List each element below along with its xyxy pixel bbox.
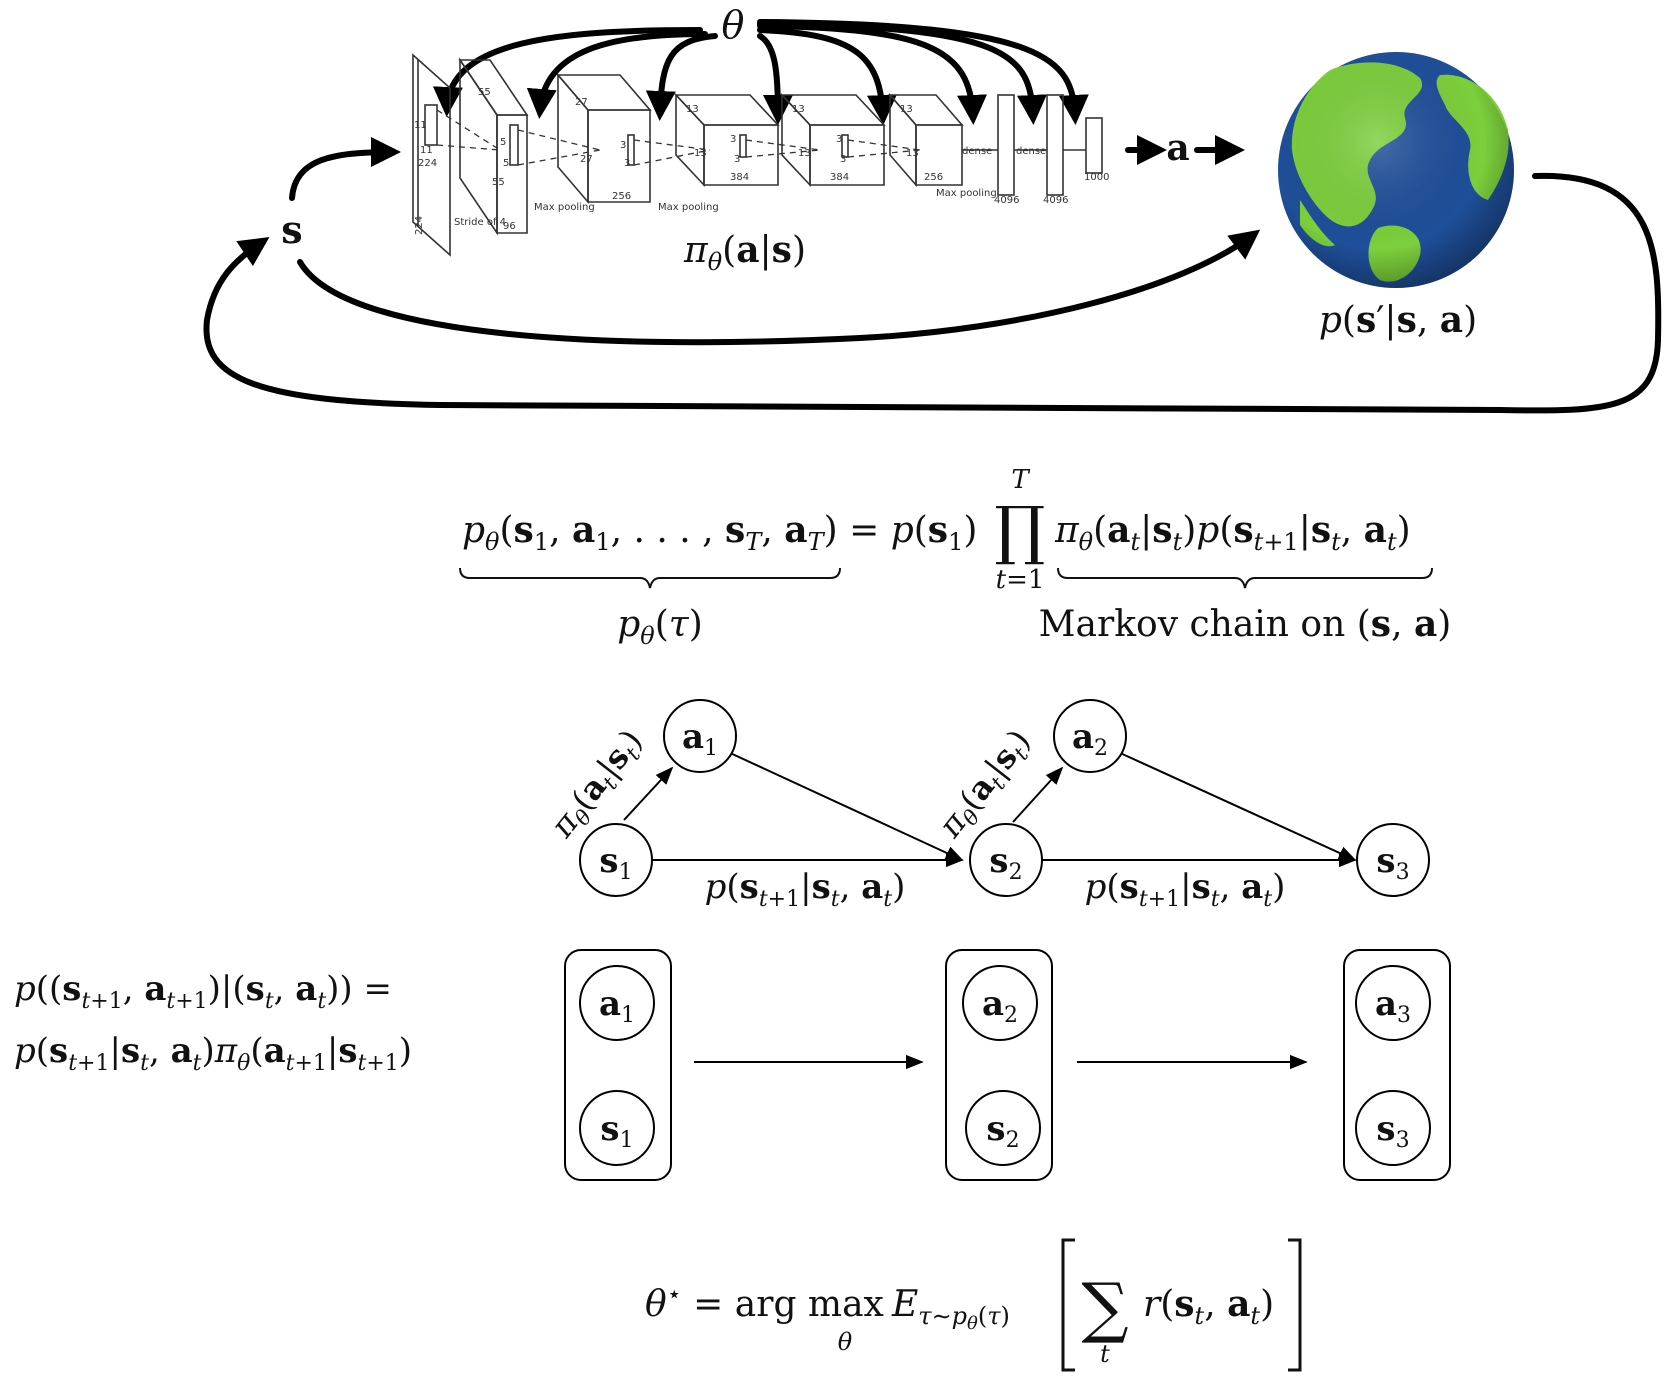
node-s3 [1356,823,1430,897]
svg-text:55: 55 [492,177,505,188]
group-2-s: s2 [986,1109,1019,1153]
product-symbol: ∏ [995,494,1046,568]
svg-text:224: 224 [414,216,425,235]
svg-text:3: 3 [734,154,740,165]
svg-text:pθ(s1, a1, . . . , sT, aT) = p: pθ(s1, a1, . . . , sT, aT) = p(s1) [462,509,977,556]
markov-equation: p((st+1, at+1)|(st, at)) = p(st+1|st, at… [14,969,412,1076]
objective-equation: θ⋆ = arg max θ Eτ∼pθ(τ) ∑ t r(st, at) [645,1238,1302,1372]
svg-text:4096: 4096 [994,195,1019,206]
svg-text:256: 256 [612,191,631,202]
svg-text:3: 3 [730,134,736,145]
svg-text:Stride of 4: Stride of 4 [454,217,506,228]
svg-text:Max pooling: Max pooling [534,202,595,213]
svg-text:3: 3 [840,154,846,165]
dynamics-label: p(s′|s, a) [1319,299,1477,341]
node-a1-label: a1 [682,717,718,761]
group-2 [945,949,1053,1181]
group-1 [564,949,672,1181]
svg-text:5: 5 [500,137,506,148]
markov-chain-groups: a1 s1 a2 s2 a3 s3 [564,949,1451,1181]
node-s3-label: s3 [1376,841,1409,885]
svg-text:13: 13 [686,104,699,115]
svg-text:13: 13 [906,148,919,159]
svg-text:256: 256 [924,172,943,183]
state-s-label: s [281,207,302,252]
svg-text:27: 27 [575,97,588,108]
sum-subscript: t [1100,1340,1110,1368]
argmax-subscript: θ [838,1328,853,1356]
svg-text:11: 11 [414,120,427,131]
node-s2 [969,823,1043,897]
svg-text:13: 13 [900,104,913,115]
svg-text:96: 96 [503,221,516,232]
svg-text:1000: 1000 [1084,172,1109,183]
node-a2 [1053,699,1127,773]
group-3 [1343,949,1451,1181]
product-top: T [1011,465,1030,495]
node-s1-label: s1 [599,841,632,885]
svg-text:3: 3 [620,140,626,151]
product-bottom: t=1 [996,565,1045,595]
svg-text:384: 384 [730,172,749,183]
svg-text:p(st+1|st, at)πθ(at+1|st+1): p(st+1|st, at)πθ(at+1|st+1) [14,1031,412,1076]
svg-text:3: 3 [836,134,842,145]
svg-text:13: 13 [694,148,707,159]
svg-text:5: 5 [503,158,509,169]
sum-symbol: ∑ [1081,1269,1128,1346]
svg-text:Max pooling: Max pooling [658,202,719,213]
policy-label: πθ(a|s) [683,229,806,276]
svg-text:13: 13 [798,148,811,159]
svg-text:11: 11 [420,145,433,156]
action-a-label: a [1166,127,1189,169]
brace-right-label: Markov chain on (s, a) [1039,603,1452,645]
svg-text:27: 27 [580,154,593,165]
cnn-illustration [412,53,1103,257]
svg-text:θ⋆ = arg max: θ⋆ = arg max [645,1280,884,1325]
cnn-text-labels: 224 224 11 11 Stride of 4 55 55 96 5 5 M… [414,87,1109,235]
transition-edge-label-2: p(st+1|st, at) [1085,867,1286,912]
transition-edge-label-1: p(st+1|st, at) [705,867,906,912]
graphical-model: a1 a2 s1 s2 s3 πθ(at|st) πθ(at|st) p(st+… [542,699,1430,912]
theta-arrows [432,19,1089,125]
svg-text:224: 224 [418,158,437,169]
svg-text:Eτ∼pθ(τ): Eτ∼pθ(τ) [891,1284,1010,1334]
trajectory-equation: pθ(s1, a1, . . . , sT, aT) = p(s1) T ∏ t… [459,465,1452,650]
brace-left-label: pθ(τ) [617,604,703,650]
node-s1 [579,823,653,897]
svg-text:Max pooling: Max pooling [936,188,997,199]
svg-text:dense: dense [962,146,992,157]
state-loop-arrows [203,135,1662,414]
svg-text:13: 13 [792,104,805,115]
svg-text:πθ(at|st)p(st+1|st, at): πθ(at|st)p(st+1|st, at) [1054,509,1411,556]
svg-text:r(st, at): r(st, at) [1143,1283,1274,1330]
svg-text:4096: 4096 [1043,195,1068,206]
svg-text:384: 384 [830,172,849,183]
theta-label: θ [722,3,745,47]
svg-text:dense: dense [1016,146,1046,157]
globe-icon [1278,52,1514,288]
svg-text:55: 55 [478,87,491,98]
node-a1 [663,699,737,773]
svg-text:p((st+1, at+1)|(st, at)) =: p((st+1, at+1)|(st, at)) = [14,969,392,1014]
svg-text:3: 3 [624,158,630,169]
